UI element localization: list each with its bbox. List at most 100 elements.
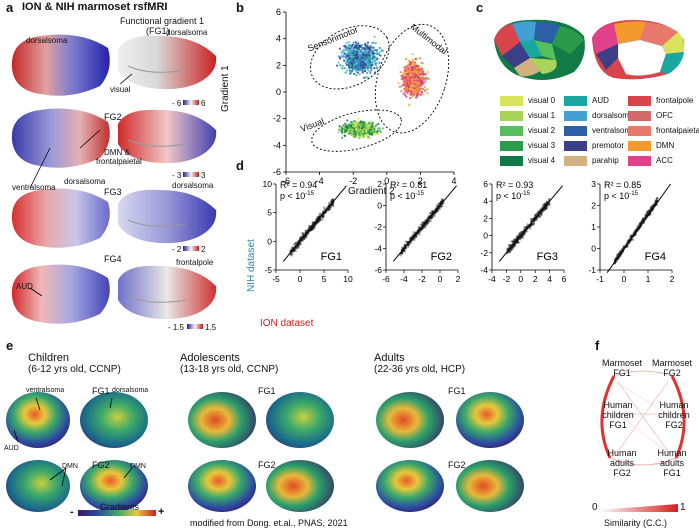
scatter-point [329, 200, 333, 203]
fit-line [282, 185, 347, 262]
scatter-point [332, 204, 335, 208]
scatter-point [357, 59, 360, 63]
scatter-point [404, 82, 407, 86]
sim-label: Similarity (C.C.) [604, 518, 667, 528]
atlas-brains [494, 19, 685, 80]
scatter-point [321, 216, 324, 219]
scatter-point [373, 126, 376, 129]
scatter-point [344, 47, 347, 50]
scatter-point [404, 93, 407, 97]
scatter-point [346, 132, 350, 136]
scatter-point [409, 96, 412, 100]
scatter-point [651, 204, 655, 207]
panel-label-e: e [6, 338, 14, 353]
scatter-point [327, 208, 331, 211]
scatter-point [298, 242, 301, 245]
scatter-point [441, 205, 444, 208]
scatter-point [404, 76, 407, 79]
scatter-point [630, 234, 633, 237]
scatter-point [518, 233, 521, 236]
cb2-max: 3 [201, 171, 206, 180]
scatter-point [421, 221, 425, 224]
scatter-point [417, 226, 420, 229]
scatter-point [307, 226, 311, 230]
scatter-point [513, 239, 516, 242]
scatter-point [370, 64, 373, 67]
scatter-point [418, 86, 421, 89]
scatter-point [308, 225, 311, 228]
scatter-point [543, 203, 546, 206]
scatter-point [523, 225, 526, 229]
scatter-point [302, 238, 305, 241]
scatter-point [338, 47, 341, 50]
fit-line [392, 185, 457, 262]
y-tick-label: -4 [480, 265, 488, 275]
scatter-point [329, 205, 332, 209]
legend-label: ACC [656, 156, 673, 165]
x-tick-label: 2 [533, 274, 538, 284]
scatter-point [345, 54, 348, 58]
scatter-point [357, 47, 360, 51]
scatter-point [407, 245, 410, 248]
scatter-point [400, 85, 403, 88]
scatter-point [656, 197, 659, 200]
scatter-point [331, 203, 334, 206]
scatter-point [516, 241, 520, 244]
scatter-point [409, 80, 412, 83]
scatter-point [436, 210, 439, 213]
scatter-point [316, 221, 319, 224]
scatter-point [330, 199, 333, 203]
scatter-point [414, 235, 417, 239]
legend-swatch [500, 156, 523, 166]
scatter-point [416, 76, 420, 79]
scatter-point [418, 231, 421, 234]
scatter-point [364, 59, 367, 62]
cluster-outline [311, 109, 402, 152]
scatter-point [367, 69, 370, 73]
scatter-point [537, 215, 540, 218]
scatter-point [338, 125, 341, 128]
scatter-point [656, 197, 659, 200]
scatter-point [405, 95, 408, 98]
scatter-point [532, 217, 535, 220]
scatter-point [548, 197, 551, 201]
scatter-point [381, 127, 384, 130]
scatter-point [359, 63, 362, 67]
scatter-point [522, 236, 525, 239]
scatter-point [373, 67, 376, 70]
y-tick-label: 0 [591, 244, 596, 254]
scatter-point [517, 241, 520, 244]
scatter-point [649, 207, 652, 211]
x-tick-label: 0 [384, 176, 389, 186]
scatter-point [655, 200, 658, 203]
scatter-point [305, 229, 308, 232]
scatter-point [409, 73, 412, 76]
scatter-point [341, 136, 344, 139]
scatter-point [432, 210, 435, 213]
scatter-point [405, 65, 408, 68]
scatter-point [438, 207, 441, 211]
scatter-point [415, 57, 419, 60]
x-tick-label: -6 [282, 176, 290, 186]
scatter-point [545, 207, 548, 210]
scatter-point [408, 237, 412, 240]
scatter-point [650, 207, 653, 210]
scatter-point [544, 206, 547, 210]
r2-label: R² = 0.85 [604, 180, 641, 190]
scatter-point [358, 129, 362, 132]
scatter-point [642, 217, 645, 220]
scatter-point [412, 231, 415, 234]
r2-label: R² = 0.81 [390, 180, 427, 190]
scatter-point [327, 208, 330, 211]
scatter-point [417, 89, 420, 92]
scatter-point [404, 67, 407, 70]
scatter-point [293, 242, 296, 246]
scatter-point [361, 69, 364, 72]
scatter-point [374, 71, 377, 74]
scatter-point [642, 217, 645, 221]
scatter-point [314, 224, 317, 227]
scatter-point [426, 88, 429, 91]
scatter-point [406, 241, 409, 244]
scatter-point [343, 59, 346, 63]
scatter-point [343, 130, 346, 134]
